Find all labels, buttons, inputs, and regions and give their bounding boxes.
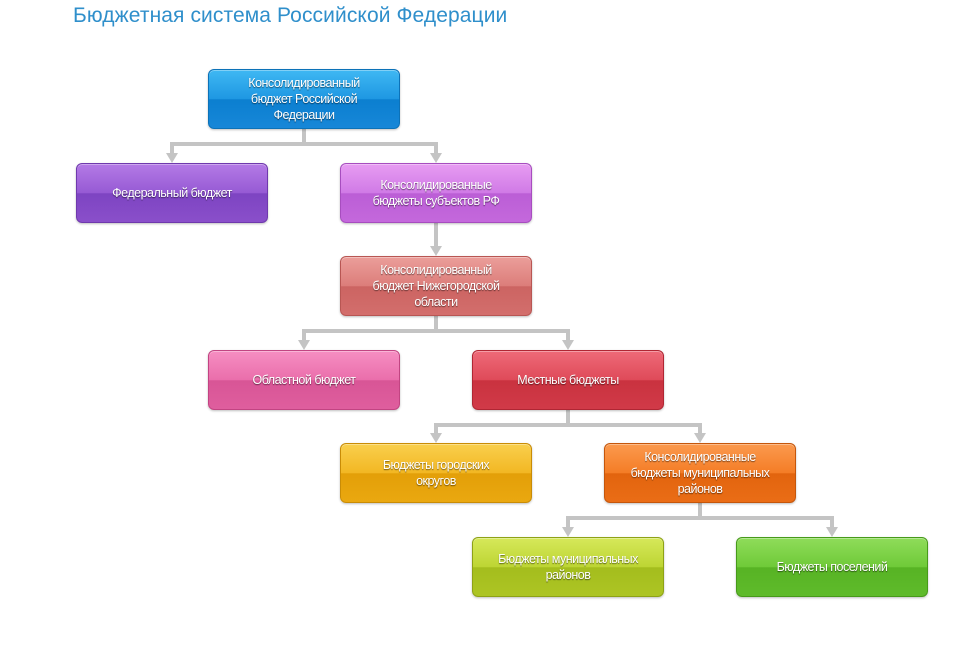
arrow-head (430, 153, 442, 163)
node-label: Бюджеты муниципальных районов (498, 552, 638, 582)
arrow-head (826, 527, 838, 537)
node-settlements-budgets[interactable]: Бюджеты поселений (736, 537, 928, 597)
node-label: Консолидированный бюджет Российской Феде… (248, 76, 360, 122)
arrow-head (562, 340, 574, 350)
node-label: Консолидированный бюджет Нижегородской о… (372, 263, 500, 309)
node-local-budgets[interactable]: Местные бюджеты (472, 350, 664, 410)
node-label: Бюджеты поселений (776, 560, 888, 574)
node-oblast-budget[interactable]: Областной бюджет (208, 350, 400, 410)
arrow-head (430, 246, 442, 256)
node-subjects-budgets[interactable]: Консолидированные бюджеты субъектов РФ (340, 163, 532, 223)
node-consolidated-municipal-budgets[interactable]: Консолидированные бюджеты муниципальных … (604, 443, 796, 503)
node-federal-budget[interactable]: Федеральный бюджет (76, 163, 268, 223)
node-city-districts-budgets[interactable]: Бюджеты городских округов (340, 443, 532, 503)
node-municipal-districts-budgets[interactable]: Бюджеты муниципальных районов (472, 537, 664, 597)
node-label: Местные бюджеты (517, 373, 619, 387)
node-label: Бюджеты городских округов (382, 458, 490, 488)
node-label: Консолидированные бюджеты муниципальных … (630, 450, 770, 496)
node-label: Федеральный бюджет (112, 186, 232, 200)
arrow-head (430, 433, 442, 443)
node-consolidated-rf-budget[interactable]: Консолидированный бюджет Российской Феде… (208, 69, 400, 129)
node-label: Областной бюджет (252, 373, 356, 387)
arrow-head (562, 527, 574, 537)
arrow-head (298, 340, 310, 350)
page-title: Бюджетная система Российской Федерации (73, 4, 508, 27)
node-label: Консолидированные бюджеты субъектов РФ (372, 178, 500, 208)
arrow-head (694, 433, 706, 443)
arrow-head (166, 153, 178, 163)
node-nizhny-novgorod-budget[interactable]: Консолидированный бюджет Нижегородской о… (340, 256, 532, 316)
